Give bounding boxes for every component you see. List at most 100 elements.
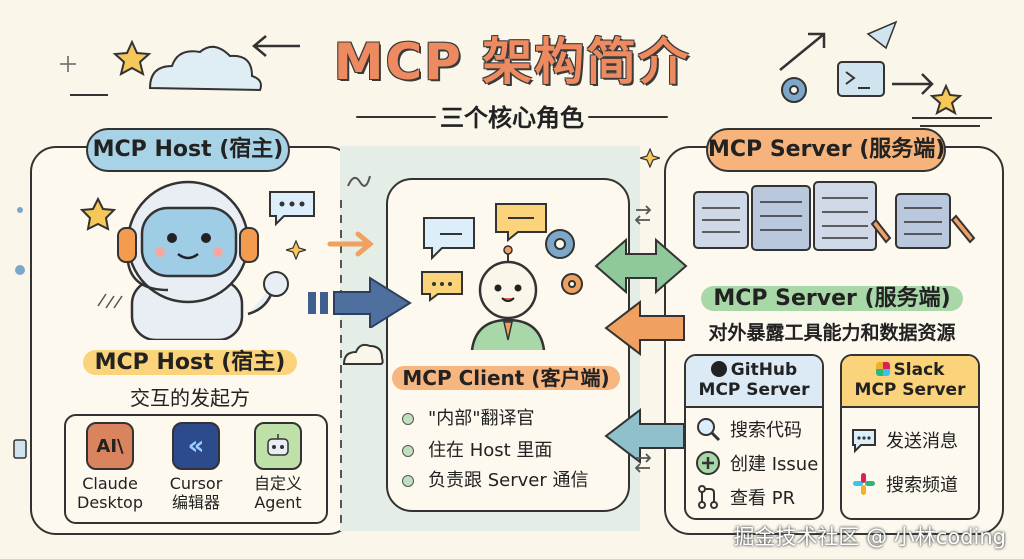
github-card-title: GitHub bbox=[686, 360, 822, 380]
sparkle-icon bbox=[640, 148, 660, 168]
slack-server-card: Slack MCP Server 发送消息 搜索频道 bbox=[840, 354, 980, 520]
github-server-card: GitHub MCP Server 搜索代码 创建 Issue 查看 PR bbox=[684, 354, 824, 520]
github-item-text: 创建 Issue bbox=[730, 454, 819, 475]
edge-doodles bbox=[13, 207, 27, 459]
server-racks-illustration bbox=[693, 181, 976, 251]
github-item-create-issue: 创建 Issue bbox=[694, 446, 818, 480]
github-title-text: GitHub bbox=[730, 360, 798, 380]
client-bullet-3: 负责跟 Server 通信 bbox=[402, 466, 588, 492]
dashed-divider bbox=[340, 200, 342, 530]
slack-item-text: 发送消息 bbox=[886, 431, 958, 452]
server-description: 对外暴露工具能力和数据资源 bbox=[708, 322, 956, 344]
client-bullet-text: "内部"翻译官 bbox=[428, 408, 535, 429]
star-icon bbox=[80, 196, 116, 231]
host-description: 交互的发起方 bbox=[130, 386, 250, 410]
client-label-wrap: MCP Client (客户端) bbox=[386, 362, 626, 391]
github-item-text: 查看 PR bbox=[730, 488, 796, 509]
slack-item-search-channel: 搜索频道 bbox=[850, 462, 970, 506]
gear-icon bbox=[545, 229, 575, 259]
github-item-text: 搜索代码 bbox=[730, 420, 802, 441]
github-card-header: GitHub MCP Server bbox=[686, 356, 822, 408]
server-label: MCP Server (服务端) bbox=[701, 286, 963, 311]
client-bullet-text: 住在 Host 里面 bbox=[428, 440, 553, 461]
arrow-left-icon bbox=[252, 35, 300, 57]
watermark: 掘金技术社区 @ 小林coding bbox=[733, 525, 1006, 549]
host-pill: MCP Host (宿主) bbox=[86, 128, 290, 172]
host-to-client-arrows bbox=[308, 231, 412, 328]
app-custom-agent: 自定义 Agent bbox=[238, 422, 318, 512]
speech-bubble-icon bbox=[495, 203, 547, 243]
arrow-right-icon bbox=[327, 231, 374, 257]
speech-bubble-icon bbox=[423, 217, 475, 261]
slack-card-header: Slack MCP Server bbox=[842, 356, 978, 408]
app-name-line1: Cursor bbox=[169, 474, 223, 493]
slack-icon bbox=[875, 362, 890, 376]
gear-icon bbox=[781, 77, 807, 103]
plus-circle-icon bbox=[696, 451, 720, 475]
client-server-arrows bbox=[594, 205, 688, 473]
app-name-line1: Claude bbox=[82, 474, 138, 493]
page-title: MCP 架构简介 bbox=[333, 33, 691, 91]
app-cursor-editor: « Cursor 编辑器 bbox=[156, 422, 236, 512]
arrow-right-big-icon bbox=[308, 276, 412, 328]
server-label-wrap: MCP Server (服务端) bbox=[664, 280, 1000, 312]
github-title-sub: MCP Server bbox=[698, 380, 810, 400]
app-name-line2: 编辑器 bbox=[171, 493, 220, 512]
host-robot-illustration bbox=[117, 180, 289, 340]
bullet-dot bbox=[402, 413, 414, 425]
gear-icon bbox=[561, 273, 583, 295]
motion-lines-doodle bbox=[97, 293, 123, 309]
server-pill: MCP Server (服务端) bbox=[706, 128, 946, 172]
paper-plane-icon bbox=[866, 20, 898, 50]
app-name-line2: Agent bbox=[254, 493, 302, 512]
sparkle-icon bbox=[286, 240, 306, 260]
slack-item-send-message: 发送消息 bbox=[850, 418, 970, 462]
cloud-icon bbox=[342, 343, 384, 365]
client-bullet-1: "内部"翻译官 bbox=[402, 404, 535, 430]
sparkle-icon bbox=[60, 56, 76, 72]
magnifier-icon bbox=[697, 418, 721, 442]
cursor-logo-icon: « bbox=[172, 422, 220, 470]
app-name-line1: 自定义 bbox=[253, 474, 302, 493]
pull-request-icon bbox=[698, 485, 718, 509]
slack-item-text: 搜索频道 bbox=[886, 475, 958, 496]
robot-icon bbox=[254, 422, 302, 470]
subtitle-divider-right bbox=[588, 116, 668, 118]
claude-logo-icon: AI\ bbox=[86, 422, 134, 470]
sync-icon bbox=[634, 205, 652, 473]
github-item-search-code: 搜索代码 bbox=[694, 412, 814, 446]
app-name-line2: Desktop bbox=[77, 493, 143, 512]
slack-title-sub: MCP Server bbox=[854, 380, 966, 400]
slack-logo-icon bbox=[853, 473, 875, 495]
host-label-wrap: MCP Host (宿主) bbox=[30, 344, 350, 376]
github-item-view-pr: 查看 PR bbox=[694, 480, 814, 514]
client-robot-illustration bbox=[421, 203, 583, 350]
cloud-icon bbox=[148, 45, 262, 92]
github-icon bbox=[710, 361, 727, 377]
terminal-icon bbox=[837, 61, 885, 97]
arrow-up-right-icon bbox=[779, 32, 826, 71]
slack-card-title: Slack bbox=[842, 360, 978, 380]
swirl-doodle bbox=[347, 175, 371, 187]
client-bullet-2: 住在 Host 里面 bbox=[402, 436, 552, 462]
bullet-dot bbox=[402, 445, 414, 457]
client-bullet-text: 负责跟 Server 通信 bbox=[428, 470, 589, 491]
bullet-dot bbox=[402, 475, 414, 487]
client-label: MCP Client (客户端) bbox=[392, 366, 620, 390]
arrow-right-icon bbox=[892, 73, 934, 95]
header-doodles bbox=[60, 20, 992, 127]
arrow-left-icon bbox=[604, 407, 685, 465]
double-arrow-icon bbox=[594, 237, 688, 295]
wrench-icon bbox=[870, 214, 976, 244]
slack-title-text: Slack bbox=[893, 360, 945, 380]
lines-doodle bbox=[912, 117, 992, 127]
page-subtitle: 三个核心角色 bbox=[440, 104, 584, 132]
app-claude-desktop: AI\ Claude Desktop bbox=[70, 422, 150, 512]
star-icon bbox=[929, 83, 963, 116]
chat-bubble-icon bbox=[852, 429, 876, 454]
subtitle-divider-left bbox=[356, 116, 436, 118]
star-icon bbox=[112, 39, 152, 76]
host-label: MCP Host (宿主) bbox=[82, 350, 298, 375]
speech-bubble-icon bbox=[269, 191, 315, 227]
arrow-left-icon bbox=[604, 299, 685, 357]
